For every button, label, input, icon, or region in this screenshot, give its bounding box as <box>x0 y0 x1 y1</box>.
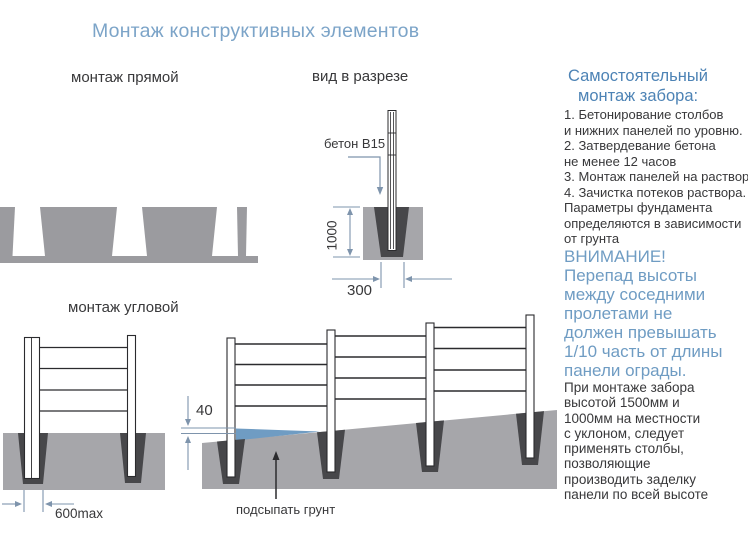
note-line: с уклоном, следует <box>564 425 685 441</box>
corner-dimension <box>2 490 74 512</box>
instructions-heading: Самостоятельный монтаж забора: <box>568 66 708 106</box>
step-line: 2. Затвердевание бетона <box>564 138 716 153</box>
corner-install-diagram <box>2 334 165 512</box>
note-line: высотой 1500мм и <box>564 395 680 411</box>
slope-post-2 <box>326 329 336 473</box>
backfill-arrow <box>272 451 280 499</box>
attention-line: должен превышать <box>564 323 717 342</box>
section-post <box>387 110 397 251</box>
installation-steps: 1. Бетонирование столбов и нижних панеле… <box>564 107 748 247</box>
step-line: от грунта <box>564 231 620 246</box>
step-line: 3. Монтаж панелей на раствор. <box>564 169 748 184</box>
gap-dimension <box>181 396 236 470</box>
heading-line: Самостоятельный <box>568 67 708 85</box>
label-corner-install: монтаж угловой <box>68 299 179 316</box>
step-line: и нижних панелей по уровню. <box>564 122 743 138</box>
attention-line: 1/10 часть от длины <box>564 342 723 361</box>
corner-dimension-label: 600max <box>55 506 104 521</box>
heading-line: монтаж забора: <box>578 87 699 105</box>
attention-line: Перепад высоты <box>564 266 697 285</box>
step-line: не менее 12 часов <box>564 153 677 169</box>
slope-note: При монтаже забора высотой 1500мм и 1000… <box>564 380 748 502</box>
depth-dimension <box>333 206 360 258</box>
note-line: панели по всей высоте <box>564 487 709 503</box>
label-straight-install: монтаж прямой <box>71 69 179 86</box>
section-view-diagram <box>332 110 452 288</box>
concrete-leader-arrow <box>348 156 384 195</box>
corner-post-right <box>126 334 137 478</box>
attention-line: пролетами не <box>564 304 673 323</box>
depth-dimension-label: 1000 <box>324 219 340 251</box>
slope-post-3 <box>425 322 435 467</box>
step-line: 4. Зачистка потеков раствора. <box>564 184 747 200</box>
slope-post-4 <box>525 314 535 459</box>
page-title: Монтаж конструктивных элементов <box>92 20 420 42</box>
step-line: Параметры фундамента <box>564 200 713 215</box>
corner-rails <box>39 346 128 412</box>
backfill-label: подсыпать грунт <box>236 502 336 517</box>
slope-ground <box>202 410 557 489</box>
concrete-grade-label: бетон В15 <box>324 136 386 151</box>
attention-line: ВНИМАНИЕ! <box>564 247 666 266</box>
attention-note: ВНИМАНИЕ! Перепад высоты между соседними… <box>564 247 748 380</box>
slope-rails <box>235 326 526 407</box>
width-dimension <box>332 262 452 288</box>
straight-install-diagram <box>0 207 258 263</box>
note-line: 1000мм на местности <box>564 410 701 426</box>
slope-install-diagram <box>181 314 557 499</box>
corner-post-left <box>23 336 41 480</box>
note-line: производить заделку <box>564 471 696 487</box>
label-section-view: вид в разрезе <box>312 68 409 85</box>
note-line: При монтаже забора <box>564 380 695 395</box>
attention-line: панели ограды. <box>564 361 687 380</box>
backfill-area <box>236 428 320 441</box>
step-line: определяются в зависимости <box>564 215 742 231</box>
attention-line: между соседними <box>564 285 706 304</box>
width-dimension-label: 300 <box>347 282 373 299</box>
note-line: применять столбы, <box>564 441 684 457</box>
slope-post-1 <box>226 337 236 478</box>
step-line: 1. Бетонирование столбов <box>564 107 724 122</box>
note-line: позволяющие <box>564 456 651 472</box>
gap-dimension-label: 40 <box>196 402 213 419</box>
